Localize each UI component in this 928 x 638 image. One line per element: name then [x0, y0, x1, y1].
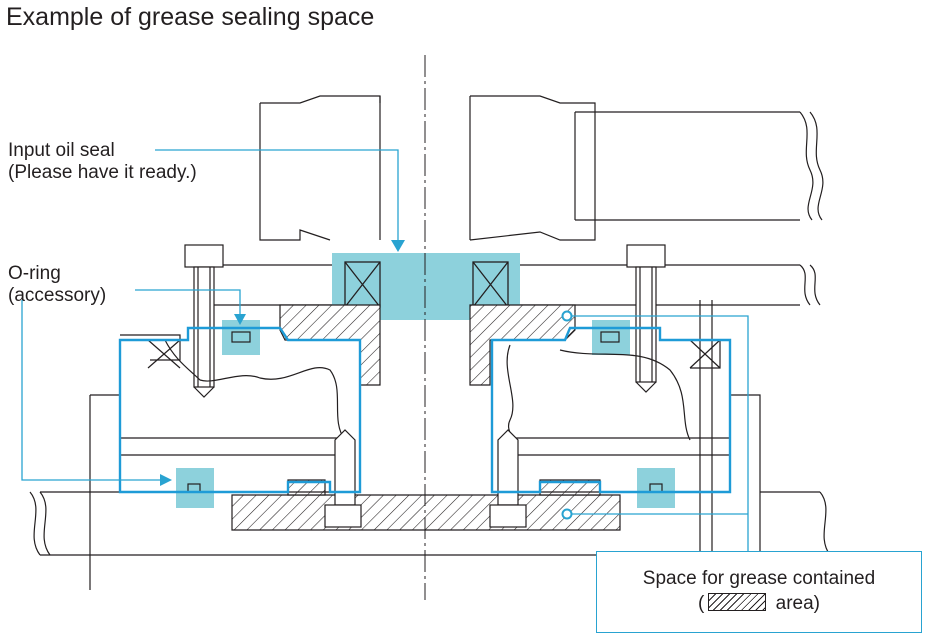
top-right-bolt — [626, 244, 666, 393]
legend-box: Space for grease contained ( area) — [596, 551, 922, 633]
leader-arrowheads — [160, 240, 405, 486]
reducer-body-left — [89, 334, 361, 590]
lower-right-bolt — [489, 429, 527, 528]
legend-hatch-key: ( area) — [597, 593, 921, 615]
oring-label-line2: (accessory) — [8, 285, 107, 306]
legend-paren-open: ( — [698, 593, 705, 614]
input-oil-seal-label-line1: Input oil seal — [8, 140, 115, 161]
leader-endpoints — [561, 310, 573, 520]
hatched-grease-spaces — [231, 304, 621, 531]
oring-label-line1: O-ring — [8, 263, 61, 284]
input-shaft-housing — [259, 95, 824, 241]
top-left-bolt — [184, 244, 224, 398]
leader-lines — [21, 149, 749, 551]
page-title: Example of grease sealing space — [6, 3, 375, 31]
lower-left-bolt — [324, 429, 362, 528]
input-oil-seal-label-line2: (Please have it ready.) — [8, 162, 197, 183]
grease-boundary — [118, 326, 732, 494]
oring-label: O-ring (accessory) — [8, 263, 106, 307]
hatch-swatch-icon — [708, 593, 767, 611]
input-oil-seal-label: Input oil seal (Please have it ready.) — [8, 140, 197, 184]
legend-area-text: area) — [770, 593, 820, 614]
legend-title: Space for grease contained — [642, 568, 876, 589]
